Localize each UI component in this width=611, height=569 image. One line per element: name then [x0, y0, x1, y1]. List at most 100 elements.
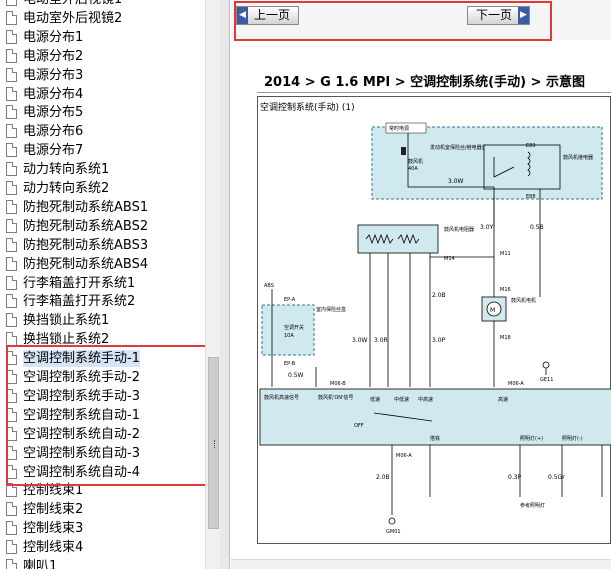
- mid-low-label: 中低速: [394, 396, 409, 403]
- wiring-diagram-drawing: 常时电源 发动机室保险丝/继电器盒 鼓风机 40A 3.0W 鼓风机继电器 E8…: [259, 122, 611, 535]
- document-icon: [6, 143, 17, 158]
- tree-scrollbar-thumb[interactable]: [208, 357, 219, 529]
- tree-item[interactable]: 空调控制系统自动-4: [0, 463, 205, 482]
- tree-item[interactable]: 动力转向系统2: [0, 179, 205, 198]
- tree-item-label: 控制线束4: [23, 540, 84, 556]
- connector-m18: M18: [500, 335, 511, 341]
- document-icon: [6, 199, 17, 214]
- tree-item[interactable]: 空调控制系统手动-2: [0, 368, 205, 387]
- tree-item-label: 空调控制系统自动-4: [23, 464, 140, 480]
- switch-fuse-rating: 10A: [284, 333, 294, 339]
- tree-item-label: 行李箱盖打开系统1: [23, 275, 136, 291]
- tree-item-label: 空调控制系统手动-1: [23, 350, 140, 368]
- document-icon: [6, 181, 17, 195]
- motor-icon: M: [490, 307, 495, 314]
- fuse-box-label: 发动机室保险丝/继电器盒: [430, 144, 487, 151]
- connector-e89: E89: [526, 143, 536, 149]
- document-icon: [6, 29, 17, 44]
- tree-item[interactable]: 换挡锁止系统2: [0, 330, 205, 349]
- tree-item-label: 电源分布4: [23, 86, 84, 102]
- tree-item[interactable]: 防抱死制动系统ABS2: [0, 217, 205, 236]
- tree-item-label: 防抱死制动系统ABS3: [23, 237, 149, 253]
- tree-item[interactable]: 防抱死制动系统ABS3: [0, 236, 205, 255]
- tree-item[interactable]: 空调控制系统手动-1: [0, 349, 205, 368]
- tree-item[interactable]: 换挡锁止系统1: [0, 311, 205, 330]
- tree-item[interactable]: 空调控制系统自动-2: [0, 425, 205, 444]
- document-icon: [6, 332, 17, 347]
- connector-m06-a-lower: M06-A: [396, 453, 412, 459]
- hot-at-all-times-label: 常时电源: [389, 125, 409, 132]
- wire-label-20b-lower: 2.0B: [376, 474, 390, 481]
- tree-item[interactable]: 空调控制系统自动-3: [0, 444, 205, 463]
- document-icon: [6, 105, 17, 120]
- ground-label: 搭铁: [430, 435, 440, 442]
- document-icon: [6, 294, 17, 309]
- tree-item[interactable]: 控制线束3: [0, 519, 205, 538]
- tree-item-label: 喇叭1: [23, 559, 58, 569]
- wire-label-30r: 3.0R: [374, 337, 388, 344]
- tree-item[interactable]: 电源分布7: [0, 141, 205, 160]
- pane-splitter[interactable]: [220, 0, 230, 569]
- tree-item[interactable]: 防抱死制动系统ABS4: [0, 255, 205, 274]
- tree-item[interactable]: 电源分布6: [0, 122, 205, 141]
- document-icon: [6, 445, 17, 460]
- navigation-highlight-box: [234, 1, 552, 41]
- tree-item[interactable]: 行李箱盖打开系统1: [0, 274, 205, 293]
- tree-item[interactable]: 空调控制系统手动-3: [0, 387, 205, 406]
- tree-item[interactable]: 动力转向系统1: [0, 160, 205, 179]
- tree-item[interactable]: 防抱死制动系统ABS1: [0, 198, 205, 217]
- page-navigation-bar: ◀ 上一页 下一页 ▶: [231, 0, 611, 41]
- document-icon: [6, 237, 17, 252]
- tree-item[interactable]: 电源分布1: [0, 28, 205, 47]
- tree-item-label: 控制线束2: [23, 502, 84, 518]
- tree-item[interactable]: 电动室外后视镜1: [0, 0, 205, 9]
- tree-item-label: 空调控制系统手动-3: [23, 388, 140, 404]
- document-icon: [6, 521, 17, 536]
- previous-page-button[interactable]: ◀ 上一页: [236, 6, 300, 25]
- tree-item-label: 空调控制系统自动-2: [23, 426, 140, 442]
- tree-item[interactable]: 电动室外后视镜2: [0, 9, 205, 28]
- ac-control-module: [259, 388, 611, 446]
- tree-item-label: 防抱死制动系统ABS2: [23, 218, 149, 234]
- tree-item[interactable]: 控制线束4: [0, 538, 205, 557]
- tree-item-label: 电源分布6: [23, 124, 84, 140]
- viewer-horizontal-scrollbar[interactable]: [231, 559, 611, 569]
- tree-item[interactable]: 电源分布5: [0, 103, 205, 122]
- document-icon: [6, 351, 17, 366]
- tree-item[interactable]: 喇叭1: [0, 557, 205, 569]
- document-icon: [6, 124, 17, 139]
- interior-fuse-box: [261, 304, 315, 356]
- connector-gm01: GM01: [386, 529, 401, 535]
- connector-m06-a: M06-A: [508, 381, 524, 387]
- document-icon: [6, 162, 17, 177]
- tree-item[interactable]: 控制线束2: [0, 500, 205, 519]
- tree-item-label: 电源分布7: [23, 143, 84, 159]
- interior-fuse-box-label: 室内保险丝盒: [316, 306, 346, 313]
- document-icon: [6, 48, 17, 63]
- tree-item[interactable]: 电源分布4: [0, 85, 205, 104]
- tree-vertical-scrollbar[interactable]: [205, 0, 220, 569]
- connector-m16: M16: [500, 287, 511, 293]
- document-tree[interactable]: 电动室外后视镜1电动室外后视镜2电源分布1电源分布2电源分布3电源分布4电源分布…: [0, 0, 205, 569]
- tree-item[interactable]: 电源分布3: [0, 66, 205, 85]
- document-icon: [6, 67, 17, 82]
- tree-item-label: 空调控制系统自动-3: [23, 445, 140, 461]
- tree-item-label: 动力转向系统1: [23, 162, 110, 178]
- tree-item[interactable]: 控制线束1: [0, 481, 205, 500]
- page-breadcrumb: 2014 > G 1.6 MPI > 空调控制系统(手动) > 示意图: [264, 75, 585, 90]
- wire-label-05b: 0.5B: [530, 224, 544, 231]
- tree-item-label: 换挡锁止系统2: [23, 332, 110, 348]
- tree-item[interactable]: 空调控制系统自动-1: [0, 406, 205, 425]
- hot-at-all-times-box: [385, 122, 427, 134]
- tree-item[interactable]: 电源分布2: [0, 47, 205, 66]
- next-page-button[interactable]: 下一页 ▶: [467, 6, 531, 25]
- fuse-icon: [401, 147, 406, 155]
- document-icon: [6, 313, 17, 328]
- document-icon: [6, 10, 17, 25]
- document-icon: [6, 256, 17, 271]
- document-icon: [6, 464, 17, 479]
- tree-item[interactable]: 行李箱盖打开系统2: [0, 292, 205, 311]
- tree-item-label: 空调控制系统自动-1: [23, 407, 140, 423]
- tree-item-label: 控制线束3: [23, 521, 84, 537]
- tree-item-label: 防抱死制动系统ABS1: [23, 199, 149, 215]
